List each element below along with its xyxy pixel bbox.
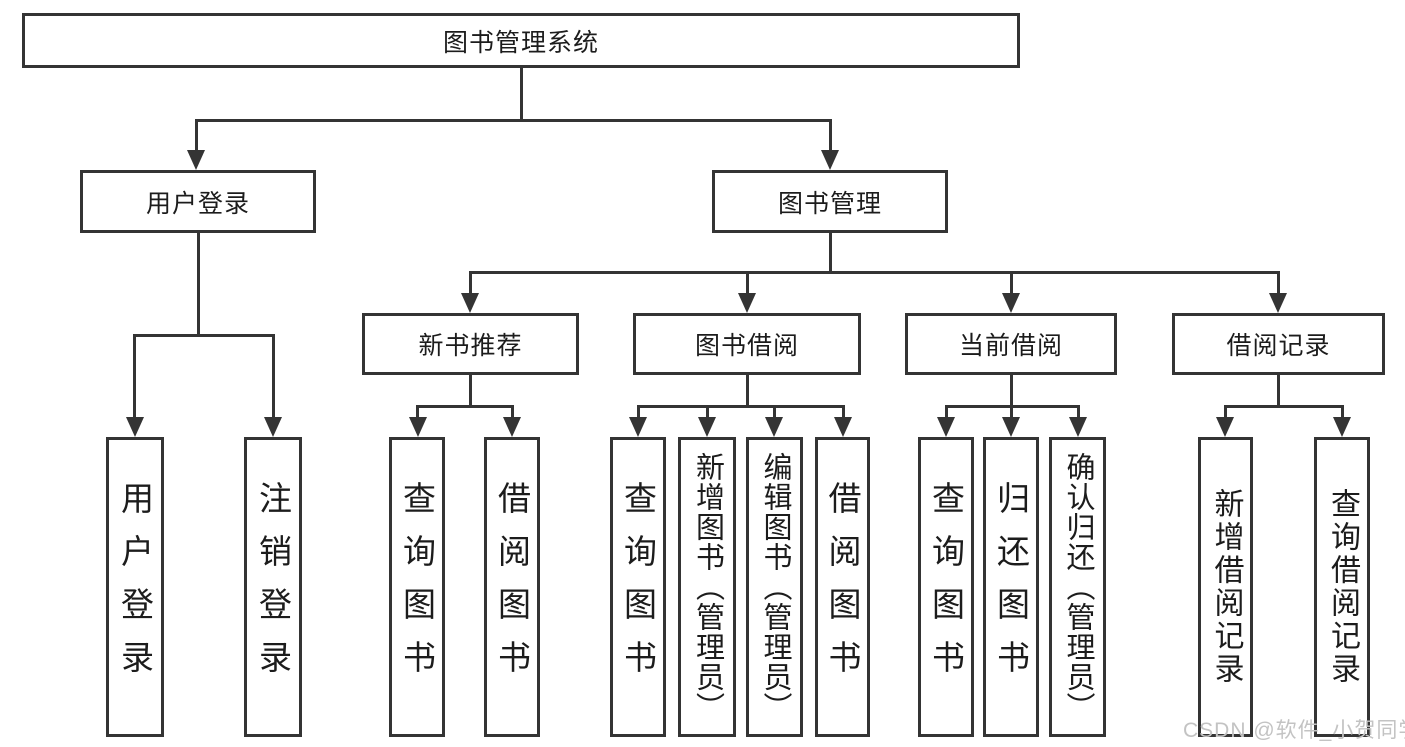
connector-root-stem-left — [195, 119, 198, 153]
connector-bb-hline — [637, 405, 844, 408]
connector-root-stem-right — [829, 119, 832, 153]
connector-bb-stem-3 — [773, 405, 776, 421]
leaf-logout-label: 注销登录 — [254, 481, 292, 693]
connector-userlogin-stem-1 — [133, 334, 136, 419]
csdn-watermark: CSDN @软件_小贺同学 — [1183, 719, 1405, 742]
connector-cb-stub — [1010, 375, 1013, 407]
connector-br-stem-2 — [1341, 405, 1344, 421]
leaf-bb-query-books-label: 查询图书 — [619, 481, 657, 693]
leaf-bb-add-books-admin-label: 新增图书（管理员） — [691, 452, 724, 722]
leaf-user-login-label: 用户登录 — [116, 481, 154, 693]
leaf-br-add-record-label: 新增借阅记录 — [1209, 488, 1243, 686]
leaf-bb-borrow-books: 借阅图书 — [815, 437, 870, 737]
arrow-down-icon — [126, 417, 144, 437]
connector-nbr-stem-1 — [416, 405, 419, 421]
connector-bookmgmt-stem-3 — [1010, 271, 1013, 297]
node-book-borrowing: 图书借阅 — [633, 313, 861, 375]
connector-bookmgmt-stub — [829, 233, 832, 273]
connector-cb-stem-1 — [945, 405, 948, 421]
connector-bookmgmt-stem-1 — [469, 271, 472, 297]
leaf-cb-query-books-label: 查询图书 — [927, 481, 965, 693]
connector-userlogin-stem-2 — [272, 334, 275, 419]
leaf-nbr-borrow-books-label: 借阅图书 — [493, 481, 531, 693]
leaf-br-query-record: 查询借阅记录 — [1314, 437, 1370, 737]
arrow-down-icon — [503, 417, 521, 437]
node-user-login: 用户登录 — [80, 170, 316, 233]
arrow-down-icon — [1002, 417, 1020, 437]
arrow-down-icon — [937, 417, 955, 437]
leaf-bb-edit-books-admin: 编辑图书（管理员） — [746, 437, 803, 737]
connector-bb-stem-4 — [842, 405, 845, 421]
leaf-cb-query-books: 查询图书 — [918, 437, 974, 737]
connector-userlogin-stub — [197, 233, 200, 336]
node-new-book-recommend: 新书推荐 — [362, 313, 579, 375]
leaf-cb-return-books-label: 归还图书 — [992, 481, 1030, 693]
connector-bb-stem-1 — [637, 405, 640, 421]
connector-root-stub — [520, 66, 523, 121]
connector-bookmgmt-hline — [469, 271, 1280, 274]
arrow-down-icon — [409, 417, 427, 437]
leaf-br-query-record-label: 查询借阅记录 — [1326, 488, 1359, 686]
connector-nbr-stub — [469, 375, 472, 407]
connector-bookmgmt-stem-2 — [746, 271, 749, 297]
node-book-management-label: 图书管理 — [777, 189, 882, 218]
leaf-user-login: 用户登录 — [106, 437, 164, 737]
connector-root-hline — [195, 119, 832, 122]
arrow-down-icon — [738, 293, 756, 313]
node-book-management: 图书管理 — [712, 170, 948, 233]
leaf-nbr-query-books: 查询图书 — [389, 437, 445, 737]
leaf-logout: 注销登录 — [244, 437, 302, 737]
arrow-down-icon — [1333, 417, 1351, 437]
connector-br-stem-1 — [1224, 405, 1227, 421]
leaf-bb-borrow-books-label: 借阅图书 — [824, 481, 861, 693]
leaf-bb-edit-books-admin-label: 编辑图书（管理员） — [759, 452, 791, 722]
arrow-down-icon — [461, 293, 479, 313]
connector-cb-stem-2 — [1010, 405, 1013, 421]
arrow-down-icon — [1269, 293, 1287, 313]
node-current-borrowing-label: 当前借阅 — [958, 332, 1063, 360]
leaf-bb-query-books: 查询图书 — [610, 437, 666, 737]
leaf-cb-confirm-return-admin: 确认归还（管理员） — [1049, 437, 1106, 737]
leaf-br-add-record: 新增借阅记录 — [1198, 437, 1253, 737]
leaf-cb-confirm-return-admin-label: 确认归还（管理员） — [1062, 452, 1094, 722]
node-root: 图书管理系统 — [22, 13, 1020, 68]
arrow-down-icon — [264, 417, 282, 437]
connector-userlogin-hline — [133, 334, 275, 337]
node-book-borrowing-label: 图书借阅 — [694, 332, 799, 360]
leaf-nbr-borrow-books: 借阅图书 — [484, 437, 540, 737]
connector-bb-stem-2 — [706, 405, 709, 421]
connector-nbr-stem-2 — [511, 405, 514, 421]
connector-nbr-hline — [416, 405, 514, 408]
connector-bookmgmt-stem-4 — [1277, 271, 1280, 297]
connector-bb-stub — [746, 375, 749, 407]
arrow-down-icon — [821, 150, 839, 170]
leaf-nbr-query-books-label: 查询图书 — [398, 481, 436, 693]
arrow-down-icon — [629, 417, 647, 437]
arrow-down-icon — [698, 417, 716, 437]
connector-br-hline — [1224, 405, 1343, 408]
leaf-cb-return-books: 归还图书 — [983, 437, 1039, 737]
arrow-down-icon — [834, 417, 852, 437]
arrow-down-icon — [187, 150, 205, 170]
node-new-book-recommend-label: 新书推荐 — [418, 332, 523, 360]
node-borrow-records-label: 借阅记录 — [1226, 332, 1331, 360]
node-root-label: 图书管理系统 — [442, 28, 599, 57]
node-current-borrowing: 当前借阅 — [905, 313, 1117, 375]
arrow-down-icon — [1216, 417, 1234, 437]
connector-cb-stem-3 — [1077, 405, 1080, 421]
arrow-down-icon — [1002, 293, 1020, 313]
node-borrow-records: 借阅记录 — [1172, 313, 1385, 375]
leaf-bb-add-books-admin: 新增图书（管理员） — [678, 437, 736, 737]
connector-br-stub — [1277, 375, 1280, 407]
arrow-down-icon — [765, 417, 783, 437]
arrow-down-icon — [1069, 417, 1087, 437]
node-user-login-label: 用户登录 — [145, 189, 250, 218]
